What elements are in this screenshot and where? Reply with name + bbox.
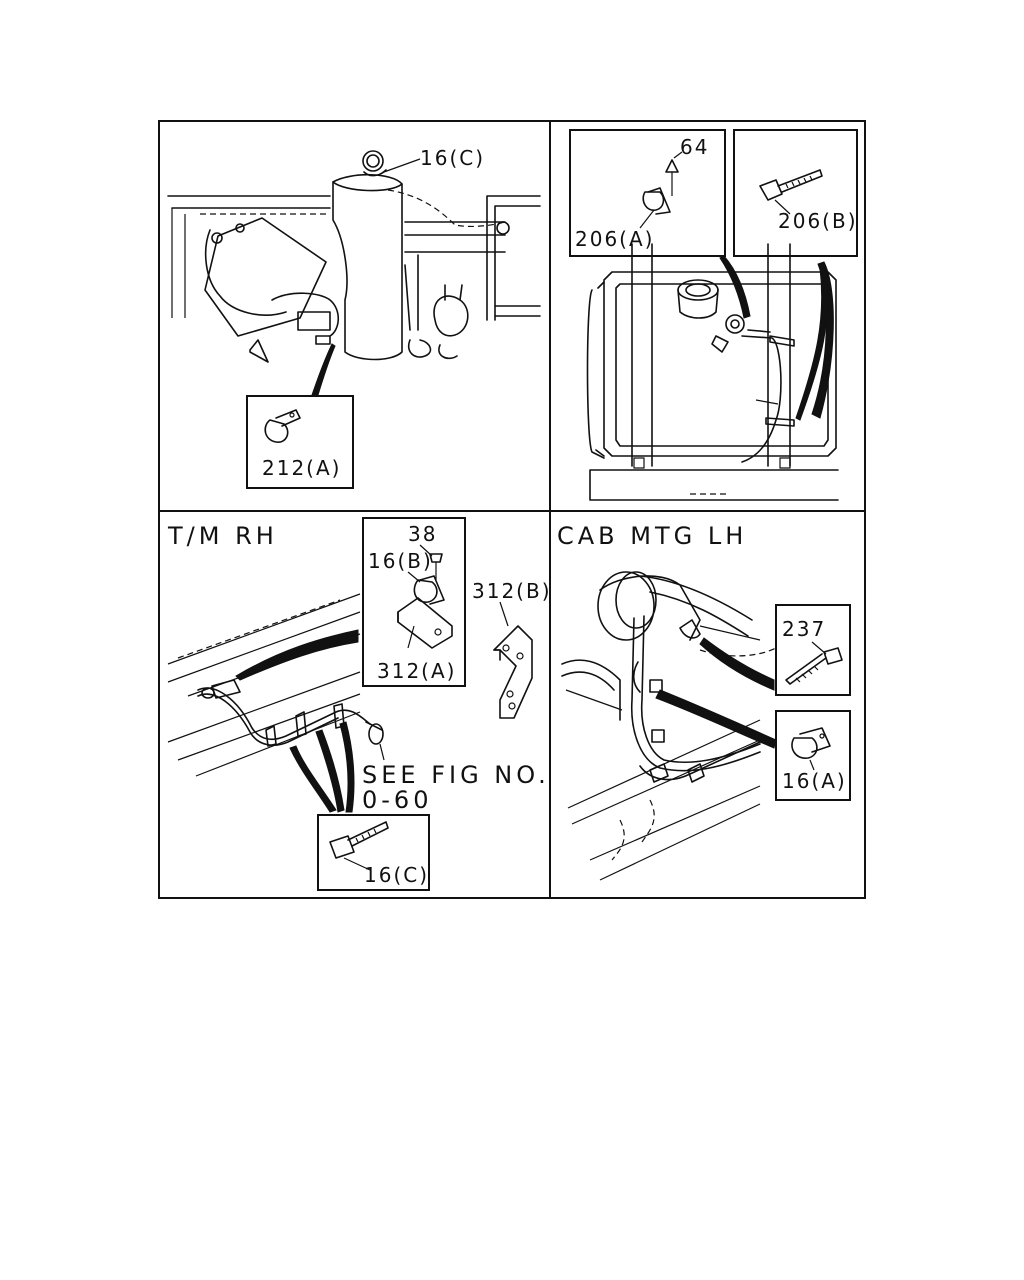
panel-top-right: 64 206(A) 206(B) — [569, 129, 858, 501]
panel-bottom-right: CAB MTG LH 237 — [557, 522, 851, 881]
label-64: 64 — [680, 135, 709, 159]
label-16b: 16(B) — [368, 549, 433, 573]
panel-bottom-left: T/M RH 38 16(B) 312(A) 312(B) — [167, 517, 552, 891]
detail-box-212a — [246, 395, 354, 489]
detail-box-237 — [775, 604, 851, 696]
label-312a: 312(A) — [377, 659, 456, 683]
label-312b: 312(B) — [472, 579, 552, 603]
diagram-frame — [158, 120, 866, 899]
detail-box-312a — [362, 517, 466, 687]
detail-box-206b — [733, 129, 858, 257]
detail-box-206a — [569, 129, 726, 257]
see-fig-line2: 0-60 — [362, 786, 432, 814]
panel-top-left: 212(A) 16(C) — [167, 146, 541, 489]
label-16c-top: 16(C) — [420, 146, 485, 170]
label-237: 237 — [782, 617, 826, 641]
label-16c-bottom: 16(C) — [364, 863, 429, 887]
see-fig-line1: SEE FIG NO. — [362, 761, 550, 789]
label-16a: 16(A) — [782, 769, 847, 793]
label-212a: 212(A) — [262, 456, 341, 480]
label-206b: 206(B) — [778, 209, 858, 233]
panel-title-tm-rh: T/M RH — [167, 522, 278, 550]
label-206a: 206(A) — [575, 227, 654, 251]
label-38: 38 — [408, 522, 437, 546]
panel-title-cab-mtg-lh: CAB MTG LH — [557, 522, 747, 550]
